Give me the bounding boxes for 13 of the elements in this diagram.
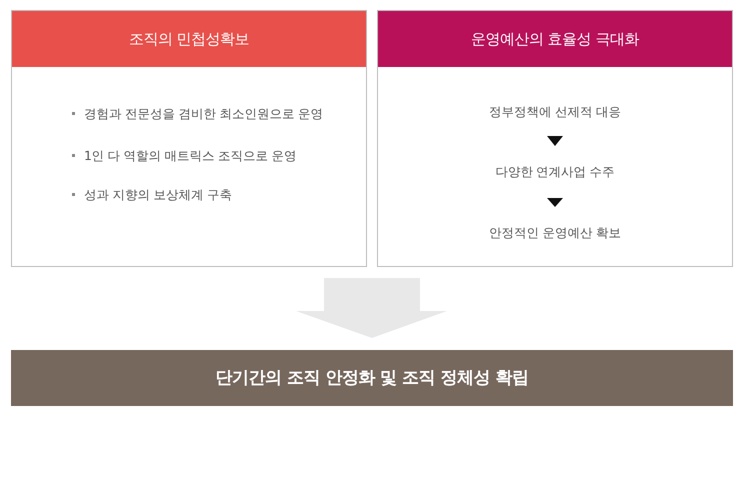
step-text: 정부정책에 선제적 대응 — [378, 101, 732, 137]
card-box — [377, 10, 733, 267]
result-banner: 단기간의 조직 안정화 및 조직 정체성 확립 — [11, 350, 733, 406]
down-arrow — [547, 136, 563, 146]
bullet-item: 1인 다 역할의 매트릭스 조직으로 운영 — [72, 147, 296, 165]
step-text: 안정적인 운영예산 확보 — [378, 208, 732, 244]
bullet-item: 성과 지향의 보상체계 구축 — [72, 186, 232, 204]
card-box — [11, 10, 367, 267]
card-header: 운영예산의 효율성 극대화 — [378, 11, 732, 67]
bullet-item: 경험과 전문성을 겸비한 최소인원으로 운영 — [72, 105, 323, 123]
step-text: 다양한 연계사업 수주 — [378, 147, 732, 199]
down-arrow — [547, 198, 563, 207]
card-header: 조직의 민첩성확보 — [12, 11, 366, 67]
